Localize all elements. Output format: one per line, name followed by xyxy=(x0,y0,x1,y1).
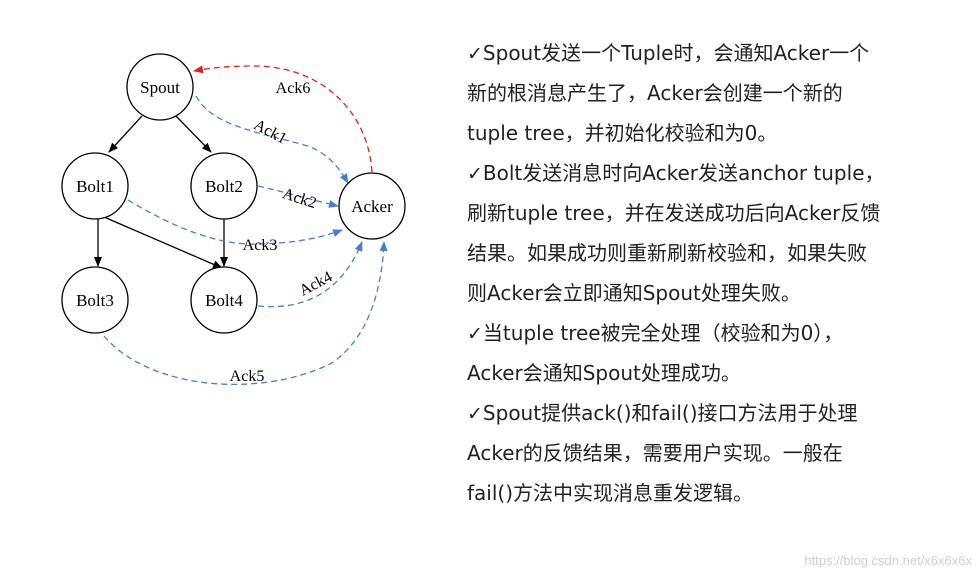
node-acker-label: Acker xyxy=(351,197,393,216)
note-line: ✓Bolt发送消息时向Acker发送anchor tuple， xyxy=(467,153,947,193)
ack3-label: Ack3 xyxy=(243,237,278,254)
note-line: tuple tree，并初始化校验和为0。 xyxy=(467,113,947,153)
node-spout-label: Spout xyxy=(140,78,180,97)
checkmark-icon: ✓ xyxy=(467,403,483,425)
checkmark-icon: ✓ xyxy=(467,323,483,345)
note-line: 结果。如果成功则重新刷新校验和，如果失败 xyxy=(467,233,947,273)
node-bolt3: Bolt3 xyxy=(61,266,129,334)
node-bolt3-label: Bolt3 xyxy=(76,291,114,310)
node-bolt1: Bolt1 xyxy=(61,152,129,220)
note-text: 结果。如果成功则重新刷新校验和，如果失败 xyxy=(467,241,867,265)
note-text: tuple tree，并初始化校验和为0。 xyxy=(467,121,778,145)
ack3-edge xyxy=(127,199,343,245)
ack4-edge xyxy=(257,241,363,308)
note-line: Acker会通知Spout处理成功。 xyxy=(467,353,947,393)
ack6-edge xyxy=(193,65,373,173)
note-text: fail()方法中实现消息重发逻辑。 xyxy=(467,481,754,505)
ack1-edge xyxy=(195,95,349,184)
node-spout: Spout xyxy=(126,53,194,121)
checkmark-icon: ✓ xyxy=(467,163,483,185)
note-text: Acker的反馈结果，需要用户实现。一般在 xyxy=(467,441,843,465)
note-text: 新的根消息产生了，Acker会创建一个新的 xyxy=(467,81,843,105)
ack6-label: Ack6 xyxy=(276,80,311,97)
checkmark-icon: ✓ xyxy=(467,43,483,65)
note-text: 则Acker会立即通知Spout处理失败。 xyxy=(467,281,801,305)
node-acker: Acker xyxy=(338,172,406,240)
note-line: 则Acker会立即通知Spout处理失败。 xyxy=(467,273,947,313)
note-line: ✓当tuple tree被完全处理（校验和为0）， xyxy=(467,313,947,353)
ack5-edge xyxy=(103,241,388,386)
ack5-label: Ack5 xyxy=(230,368,265,385)
storm-acker-diagram: Spout Bolt1 Bolt2 Bolt3 Bolt4 Acker Ack1… xyxy=(61,53,406,386)
note-text: Spout提供ack()和fail()接口方法用于处理 xyxy=(482,401,858,425)
edge-bolt1-bolt4 xyxy=(103,216,223,269)
note-line: ✓Spout提供ack()和fail()接口方法用于处理 xyxy=(467,393,947,433)
node-bolt2: Bolt2 xyxy=(190,152,258,220)
node-bolt2-label: Bolt2 xyxy=(205,177,243,196)
ack4-label: Ack4 xyxy=(297,268,336,299)
node-bolt4: Bolt4 xyxy=(190,266,258,334)
node-bolt1-label: Bolt1 xyxy=(76,177,114,196)
ack1-label: Ack1 xyxy=(251,116,290,147)
explanation-text: ✓Spout发送一个Tuple时，会通知Acker一个 新的根消息产生了，Ack… xyxy=(467,33,947,513)
note-line: ✓Spout发送一个Tuple时，会通知Acker一个 xyxy=(467,33,947,73)
watermark: https://blog.csdn.net/x6x6x6x xyxy=(804,553,972,568)
note-text: Bolt发送消息时向Acker发送anchor tuple， xyxy=(482,161,885,185)
note-line: Acker的反馈结果，需要用户实现。一般在 xyxy=(467,433,947,473)
note-text: 刷新tuple tree，并在发送成功后向Acker反馈 xyxy=(467,201,881,225)
note-text: Acker会通知Spout处理成功。 xyxy=(467,361,741,385)
note-text: Spout发送一个Tuple时，会通知Acker一个 xyxy=(482,41,870,65)
note-line: fail()方法中实现消息重发逻辑。 xyxy=(467,473,947,513)
note-line: 刷新tuple tree，并在发送成功后向Acker反馈 xyxy=(467,193,947,233)
edge-spout-bolt2 xyxy=(175,115,212,153)
note-line: 新的根消息产生了，Acker会创建一个新的 xyxy=(467,73,947,113)
ack2-label: Ack2 xyxy=(280,185,318,212)
ack2-edge xyxy=(257,185,339,208)
edge-spout-bolt1 xyxy=(108,115,143,153)
note-text: 当tuple tree被完全处理（校验和为0）， xyxy=(482,321,844,345)
node-bolt4-label: Bolt4 xyxy=(205,291,243,310)
